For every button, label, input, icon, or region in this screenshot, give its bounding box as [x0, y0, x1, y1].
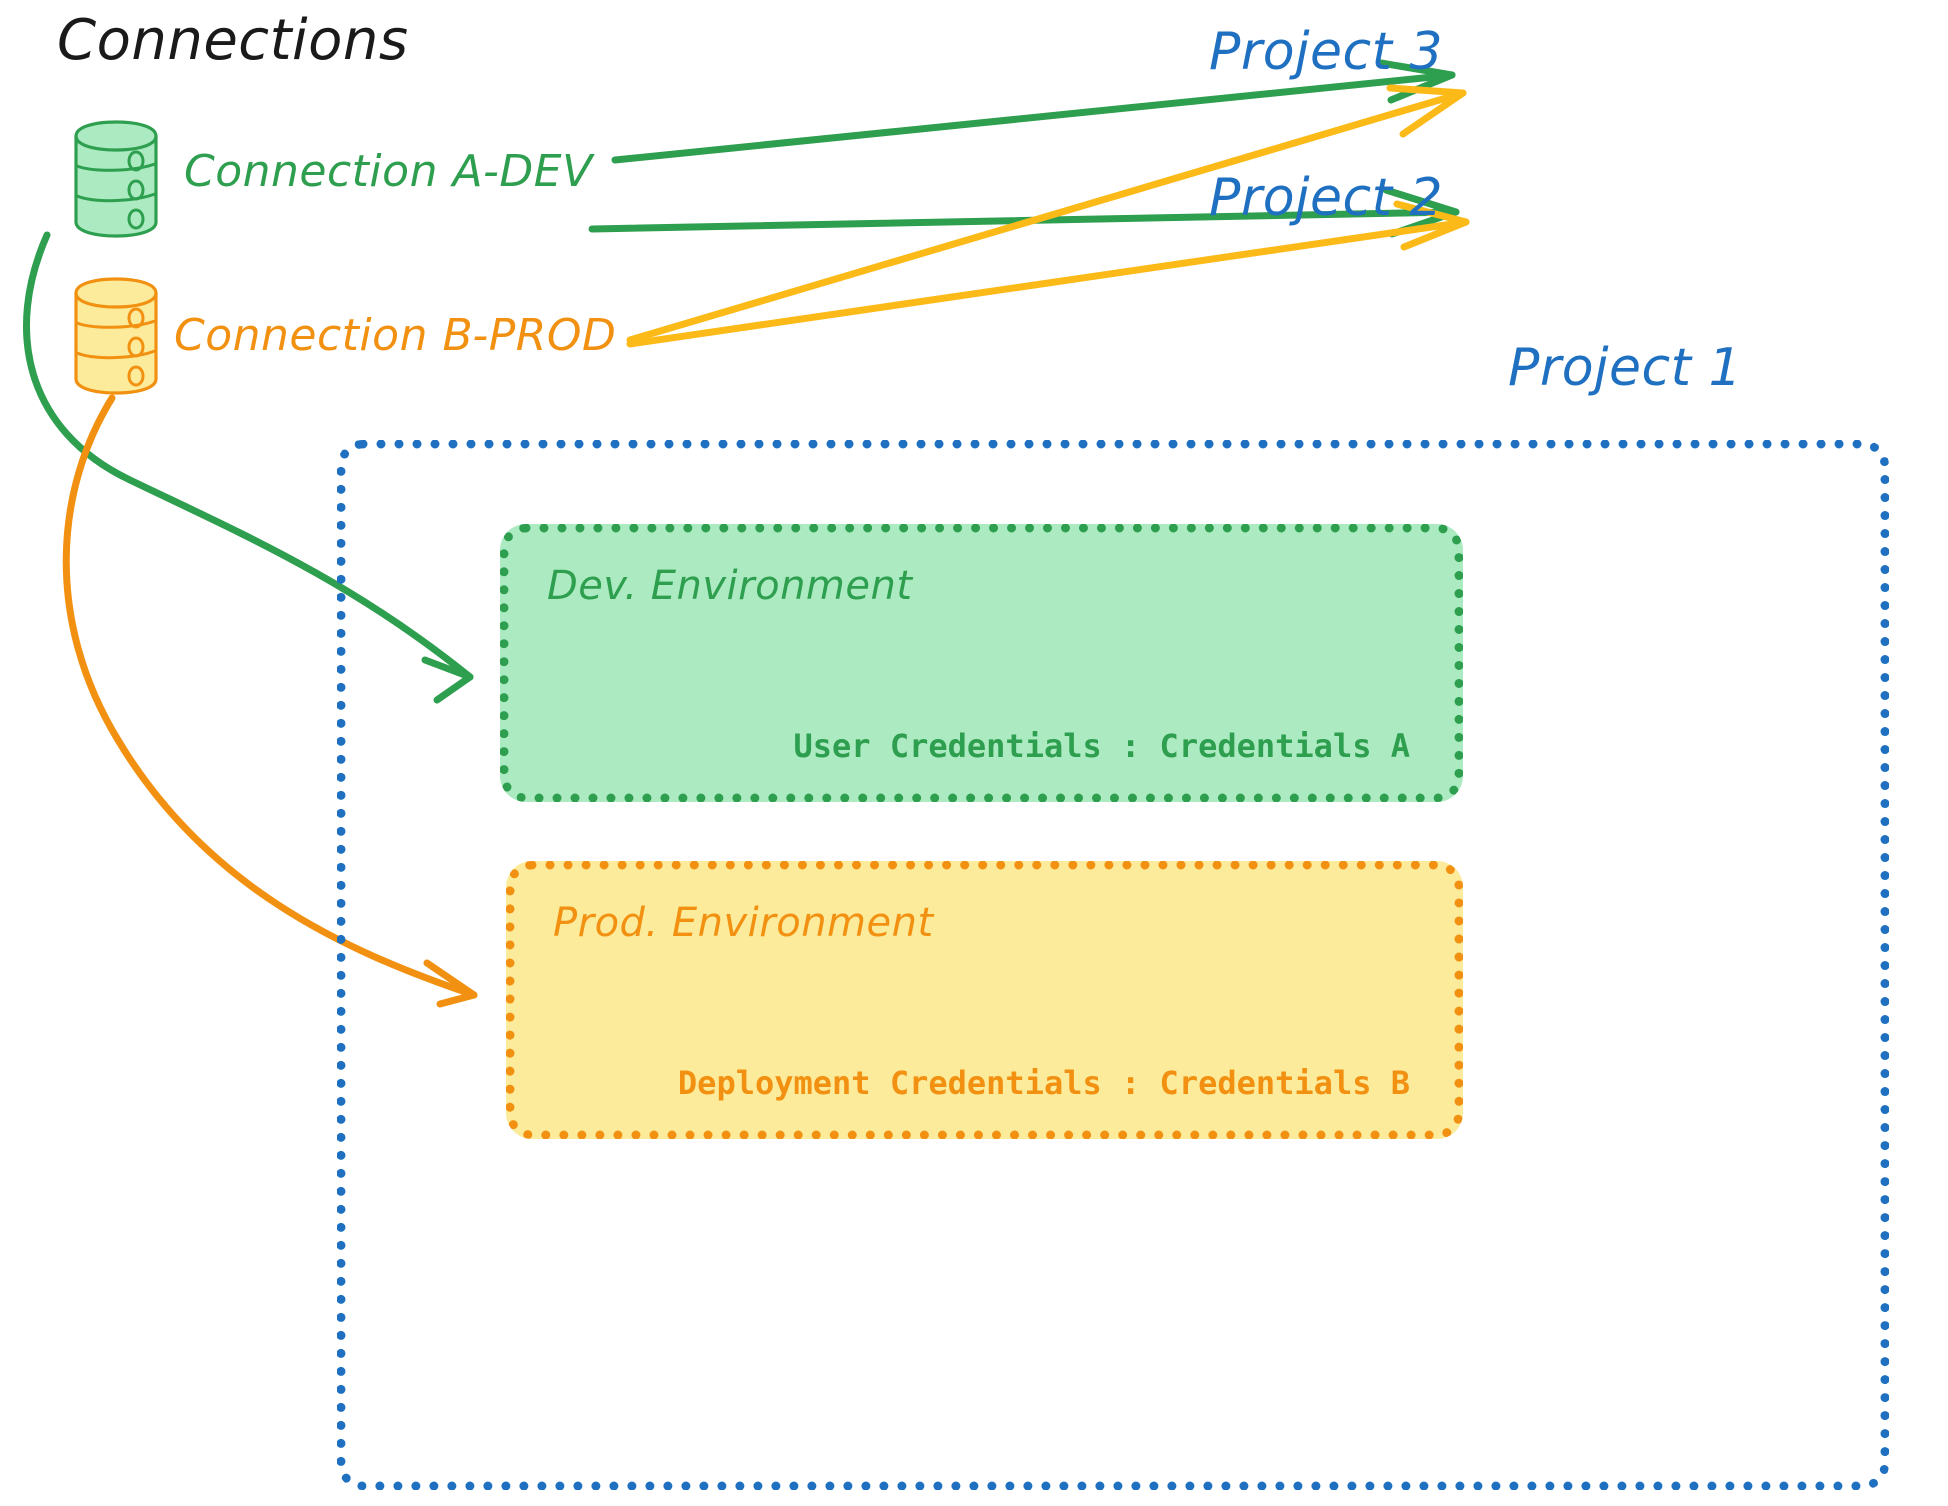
project-1-container	[337, 440, 1889, 1490]
dev-environment-credentials: User Credentials : Credentials A	[793, 727, 1411, 765]
project-3-label: Project 3	[1209, 22, 1444, 82]
project-1-label: Project 1	[1508, 338, 1743, 398]
connection-a-dev-label: Connection A-DEV	[184, 146, 593, 197]
prod-environment-box: Prod. Environment Deployment Credentials…	[506, 861, 1463, 1139]
dev-environment-box: Dev. Environment User Credentials : Cred…	[500, 524, 1463, 802]
database-cylinder-icon-prod[interactable]	[70, 275, 162, 397]
project-2-label: Project 2	[1209, 168, 1444, 228]
dev-environment-title: Dev. Environment	[547, 563, 913, 609]
connection-b-prod-label: Connection B-PROD	[174, 310, 617, 361]
page-title: Connections	[57, 8, 409, 73]
prod-environment-title: Prod. Environment	[553, 900, 934, 946]
database-cylinder-icon-dev[interactable]	[70, 118, 162, 240]
prod-environment-credentials: Deployment Credentials : Credentials B	[677, 1064, 1410, 1102]
